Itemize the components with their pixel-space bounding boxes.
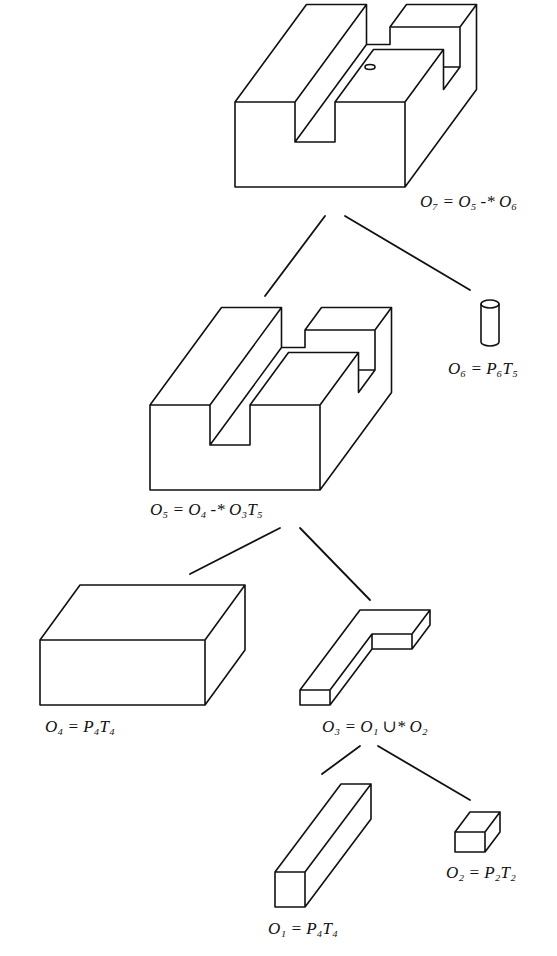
operation-label: O₄ = P₄T₄: [45, 716, 115, 738]
box-solid: [40, 585, 245, 705]
solid-node: O₁ = P₄T₄: [262, 774, 382, 946]
solid-node: O₃ = O₁ ∪* O₂: [290, 600, 450, 746]
bar-solid: [275, 784, 371, 907]
operation-label: O₂ = P₂T₂: [446, 862, 516, 884]
solid-node: O₅ = O₄ -* O₃T₅: [138, 296, 404, 528]
tree-branch: [322, 746, 360, 774]
t-slab-solid: [300, 610, 430, 705]
tree-branch: [190, 528, 280, 574]
solid-node: O₄ = P₄T₄: [28, 574, 258, 744]
drilled-hole: [365, 65, 375, 70]
tree-branch: [345, 216, 470, 290]
operation-label: O₁ = P₄T₄: [268, 918, 338, 940]
solid-node: O₆ = P₆T₅: [440, 290, 550, 390]
tree-branch: [300, 528, 370, 600]
tree-branch: [265, 216, 325, 296]
slotted-block-solid: [150, 308, 392, 491]
cube-solid: [455, 812, 500, 852]
operation-label: O₇ = O₅ -* O₆: [420, 191, 517, 213]
operation-label: O₅ = O₄ -* O₃T₅: [150, 499, 263, 521]
solid-node: O₇ = O₅ -* O₆: [228, 0, 550, 216]
operation-label: O₆ = P₆T₅: [448, 358, 518, 380]
solid-node: O₂ = P₂T₂: [440, 800, 550, 895]
tree-branch: [378, 746, 470, 800]
operation-label: O₃ = O₁ ∪* O₂: [322, 716, 428, 738]
cylinder-solid-top: [481, 300, 499, 308]
slotted-block-solid: [235, 5, 477, 188]
cylinder-solid: [481, 304, 499, 346]
